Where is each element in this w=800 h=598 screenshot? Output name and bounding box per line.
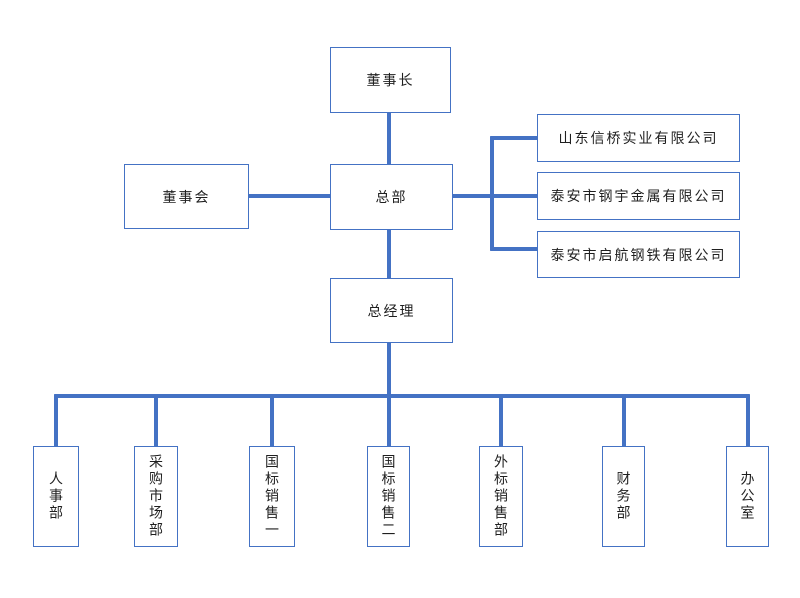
node-dept-label: 人事部 (48, 471, 64, 522)
connector-trunk-subsidiary-1 (490, 136, 538, 140)
node-dept-label: 国标销售一 (264, 454, 280, 539)
node-dept-label: 外标销售部 (493, 454, 509, 539)
node-dept-hr[interactable]: 人事部 (33, 446, 79, 547)
connector-drop-procurement (154, 394, 158, 447)
connector-drop-gb-sales-2 (387, 394, 391, 447)
node-dept-finance[interactable]: 财务部 (602, 446, 645, 547)
node-board-label: 董事会 (162, 188, 211, 205)
node-dept-label: 办公室 (739, 471, 756, 522)
connector-headquarters-general-manager (387, 229, 391, 279)
node-general-manager[interactable]: 总经理 (330, 278, 453, 343)
node-dept-label: 采购市场部 (148, 454, 164, 539)
node-dept-gb-sales-1[interactable]: 国标销售一 (249, 446, 295, 547)
node-chairman-label: 董事长 (366, 72, 415, 88)
node-subsidiary-shandong-xinqiao[interactable]: 山东信桥实业有限公司 (537, 114, 740, 162)
node-dept-procurement-market[interactable]: 采购市场部 (134, 446, 178, 547)
connector-subsidiary-trunk (490, 136, 494, 251)
node-board[interactable]: 董事会 (124, 164, 249, 229)
node-subsidiary-label: 泰安市启航钢铁有限公司 (550, 246, 727, 263)
connector-drop-gb-sales-1 (270, 394, 274, 447)
connector-drop-ext-sales (499, 394, 503, 447)
node-headquarters-label: 总部 (375, 189, 408, 205)
connector-department-bus (54, 394, 750, 398)
node-general-manager-label: 总经理 (367, 302, 416, 319)
connector-drop-finance (622, 394, 626, 447)
node-dept-office[interactable]: 办公室 (726, 446, 769, 547)
connector-drop-hr (54, 394, 58, 447)
connector-board-headquarters (248, 194, 331, 198)
node-subsidiary-taian-qihang[interactable]: 泰安市启航钢铁有限公司 (537, 231, 740, 278)
node-dept-label: 财务部 (615, 471, 632, 522)
node-subsidiary-label: 泰安市钢宇金属有限公司 (550, 188, 727, 204)
node-dept-gb-sales-2[interactable]: 国标销售二 (367, 446, 410, 547)
node-chairman[interactable]: 董事长 (330, 47, 451, 113)
node-headquarters[interactable]: 总部 (330, 164, 453, 230)
node-subsidiary-taian-gangyu[interactable]: 泰安市钢宇金属有限公司 (537, 172, 740, 220)
connector-general-manager-bus (387, 342, 391, 396)
connector-drop-office (746, 394, 750, 447)
node-dept-ext-sales[interactable]: 外标销售部 (479, 446, 523, 547)
connector-trunk-subsidiary-3 (490, 247, 538, 251)
node-subsidiary-label: 山东信桥实业有限公司 (558, 130, 719, 146)
connector-headquarters-subsidiaries (452, 194, 538, 198)
connector-chairman-headquarters (387, 112, 391, 165)
node-dept-label: 国标销售二 (380, 454, 397, 539)
